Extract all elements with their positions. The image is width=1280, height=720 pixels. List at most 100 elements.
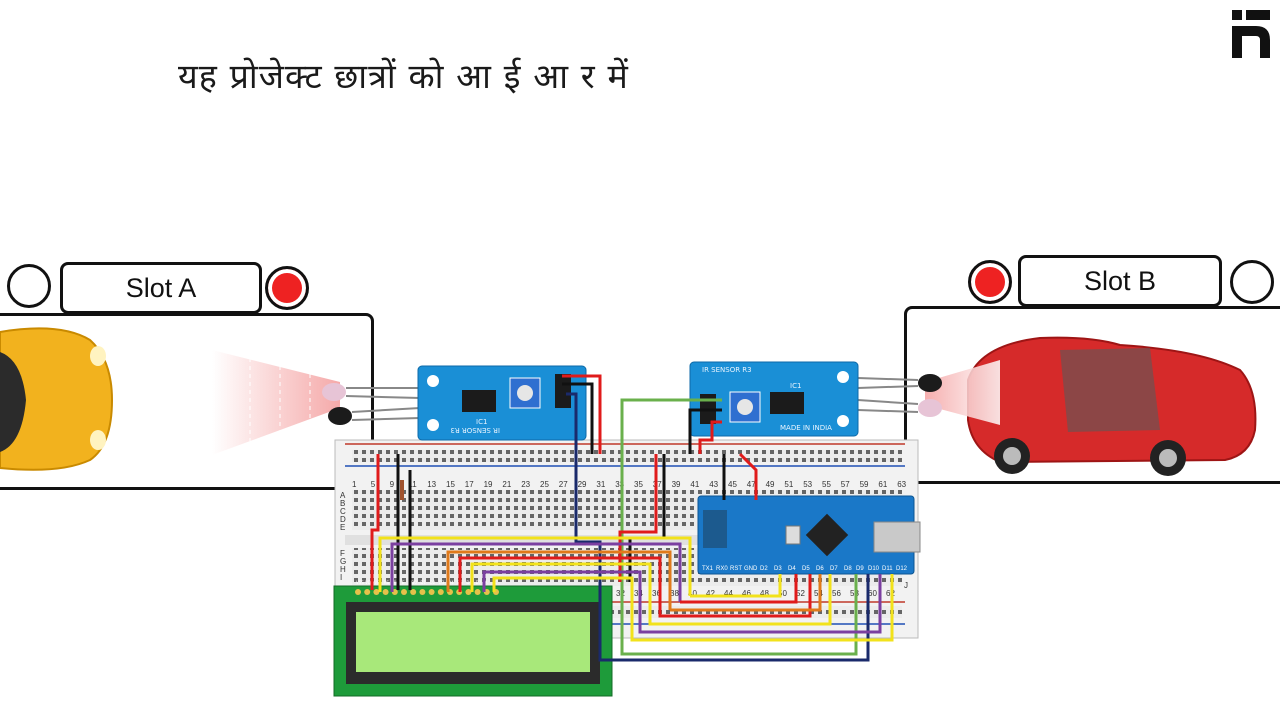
lcd-pin-label: D6 <box>466 580 472 585</box>
column-number: 49 <box>766 480 775 489</box>
right-sensor-text: IR SENSOR R3 <box>702 366 752 374</box>
lcd-pin-label: D2 <box>430 580 436 585</box>
slot-b-label: Slot B <box>1018 255 1222 307</box>
slot-a-label: Slot A <box>60 262 262 314</box>
lcd-pin <box>373 589 380 595</box>
arduino-pin-d3: D3 <box>774 566 782 572</box>
lcd-pin-label: VSS <box>356 580 364 585</box>
arduino-pin-d7: D7 <box>830 566 838 572</box>
lcd-pin-label: D1 <box>420 580 426 585</box>
column-number: 13 <box>427 480 436 489</box>
page-title: यह प्रोजेक्ट छात्रों को आ ई आ र में <box>178 57 629 97</box>
column-number: 5 <box>371 480 376 489</box>
slot-a-left-indicator <box>7 264 51 308</box>
yellow-car-icon <box>0 327 114 471</box>
bottom-column-number: 46 <box>742 589 751 598</box>
column-number: 41 <box>690 480 699 489</box>
column-number: 33 <box>615 480 624 489</box>
right-sensor-made: MADE IN INDIA <box>780 424 832 432</box>
lcd-pin-label: RS <box>384 580 390 585</box>
row-letter-j: J <box>904 581 908 590</box>
column-number: 39 <box>672 480 681 489</box>
lcd-pin-label: D0 <box>411 580 417 585</box>
lcd-pin-label: D4 <box>448 580 454 585</box>
arduino-pin-d11: D11 <box>882 566 893 572</box>
arduino-pin-rx0: RX0 <box>716 566 728 572</box>
bottom-column-number: 56 <box>832 589 841 598</box>
arduino-pin-d6: D6 <box>816 566 824 572</box>
column-number: 47 <box>747 480 756 489</box>
slot-b-left-indicator <box>968 260 1012 304</box>
row-letter-i: I <box>340 573 342 582</box>
lcd-pin-label: RW <box>393 580 400 585</box>
arduino-pin-d10: D10 <box>868 566 880 572</box>
row-letter-b: B <box>340 499 345 508</box>
lcd-pin <box>364 589 371 595</box>
lcd-screen <box>356 612 590 672</box>
slot-a-frame <box>0 313 374 490</box>
arduino-pin-gnd: GND <box>744 566 758 572</box>
arduino-pin-tx1: TX1 <box>702 566 714 572</box>
wires <box>370 374 894 662</box>
lcd-pin-label: A <box>485 580 488 585</box>
column-number: 43 <box>709 480 718 489</box>
column-number: 11 <box>408 480 417 489</box>
left-sensor-text: IR SENSOR R3 <box>450 426 500 434</box>
column-number: 23 <box>521 480 530 489</box>
bottom-column-number: 48 <box>760 589 769 598</box>
arduino-pin-d2: D2 <box>760 566 768 572</box>
lcd-pin-label: VO <box>374 580 380 585</box>
row-letter-d: D <box>340 515 346 524</box>
column-number: 59 <box>860 480 869 489</box>
right-sensor-ic: IC1 <box>790 382 801 390</box>
lcd-pin-label: D3 <box>439 580 445 585</box>
bottom-column-number: 36 <box>652 589 661 598</box>
column-number: 55 <box>822 480 831 489</box>
column-number: 17 <box>465 480 474 489</box>
ir-sensor-module-left: IR SENSOR R3 IC1 <box>417 365 587 441</box>
column-number: 21 <box>502 480 511 489</box>
bottom-column-number: 40 <box>688 589 697 598</box>
bottom-column-number: 44 <box>724 589 733 598</box>
lcd-pin <box>382 589 389 595</box>
arduino-nano-board: TX1 RX0 RST GND D2 D3 D4 D5 D6 D7 D8 D9 … <box>697 495 921 575</box>
lcd-pin <box>428 589 435 595</box>
lcd-pin <box>419 589 426 595</box>
column-number: 53 <box>803 480 812 489</box>
lcd-pin <box>437 589 444 595</box>
lcd-pin <box>401 589 407 595</box>
arduino-pin-d4: D4 <box>788 566 796 572</box>
row-letter-c: C <box>340 507 346 516</box>
lcd-pin <box>355 589 361 595</box>
bottom-column-number: 42 <box>706 589 715 598</box>
column-number: 27 <box>559 480 568 489</box>
lcd-pin <box>410 589 417 595</box>
column-number: 63 <box>897 480 906 489</box>
bottom-column-number: 60 <box>868 589 877 598</box>
column-number: 35 <box>634 480 643 489</box>
lcd-pin <box>465 589 472 595</box>
red-car-icon <box>967 336 1257 476</box>
bottom-column-number: 50 <box>778 589 787 598</box>
column-number: 61 <box>878 480 887 489</box>
arduino-pin-d8: D8 <box>844 566 852 572</box>
arduino-pin-d12: D12 <box>896 566 908 572</box>
row-letter-e: E <box>340 523 345 532</box>
row-letter-f: F <box>340 549 345 558</box>
ir-beam-right <box>925 360 1000 425</box>
bottom-column-number: 52 <box>796 589 805 598</box>
ir-led-pair-right <box>857 374 942 417</box>
left-sensor-ic: IC1 <box>476 418 487 426</box>
column-number: 19 <box>484 480 493 489</box>
lcd-pin <box>474 589 481 595</box>
column-number: 29 <box>578 480 587 489</box>
lcd-pin-label: E <box>402 580 405 585</box>
column-number: 57 <box>841 480 850 489</box>
column-number: 15 <box>446 480 455 489</box>
brand-logo <box>1232 10 1270 58</box>
column-number: 37 <box>653 480 662 489</box>
arduino-pin-rst: RST <box>730 566 742 572</box>
column-number: 45 <box>728 480 737 489</box>
